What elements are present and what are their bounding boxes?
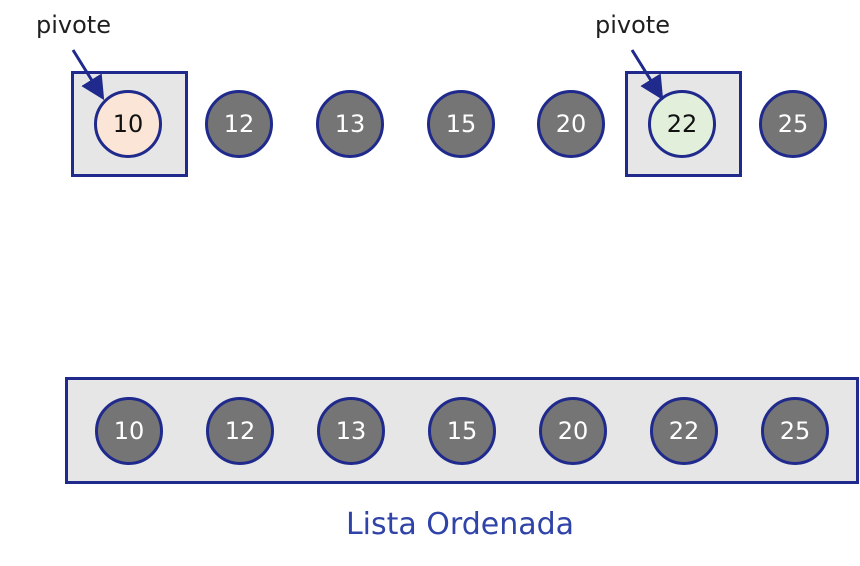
top-node-13: 13	[316, 90, 384, 158]
top-node-12: 12	[205, 90, 273, 158]
pivot-label-right: pivote	[595, 11, 670, 39]
bottom-node-13: 13	[317, 397, 385, 465]
top-node-10: 10	[94, 90, 162, 158]
bottom-node-25: 25	[761, 397, 829, 465]
top-node-22: 22	[648, 90, 716, 158]
top-node-15: 15	[427, 90, 495, 158]
bottom-node-10: 10	[95, 397, 163, 465]
bottom-node-12: 12	[206, 397, 274, 465]
sorted-list-caption: Lista Ordenada	[345, 507, 575, 542]
bottom-node-15: 15	[428, 397, 496, 465]
bottom-node-20: 20	[539, 397, 607, 465]
bottom-node-22: 22	[650, 397, 718, 465]
top-node-25: 25	[759, 90, 827, 158]
pivot-label-left: pivote	[36, 11, 111, 39]
top-node-20: 20	[537, 90, 605, 158]
